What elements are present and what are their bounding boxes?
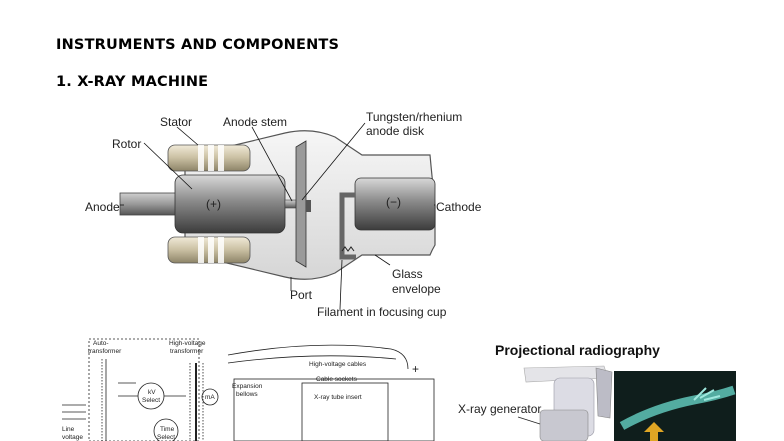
label-port: Port xyxy=(290,288,313,302)
label-kv-2: Select xyxy=(142,397,160,404)
label-stator: Stator xyxy=(160,115,192,129)
label-anode: Anode xyxy=(85,200,120,214)
label-filament: Filament in focusing cup xyxy=(317,305,447,319)
label-disk-2: anode disk xyxy=(366,124,425,138)
label-xray-generator: X-ray generator xyxy=(458,402,541,416)
label-glass-1: Glass xyxy=(392,267,423,281)
xray-circuit-diagram: Auto- transformer High-voltage transform… xyxy=(56,333,454,441)
label-plus: + xyxy=(412,362,419,376)
label-line-1: Line xyxy=(62,426,75,433)
label-ma: mA xyxy=(205,394,215,401)
label-anode-sign: (+) xyxy=(206,197,221,211)
label-time-2: Select xyxy=(157,434,175,441)
projectional-radiography-figure: Projectional radiography X-ray generator xyxy=(458,342,736,441)
arrow-up-icon xyxy=(644,422,664,441)
filament-arm xyxy=(339,192,356,260)
cathode-cylinder xyxy=(354,177,436,231)
label-cable-sockets: Cable sockets xyxy=(316,376,358,383)
ma-meter xyxy=(201,388,219,406)
label-glass-2: envelope xyxy=(392,282,441,296)
hv-cables xyxy=(227,344,409,370)
section-heading: INSTRUMENTS AND COMPONENTS xyxy=(56,37,340,53)
label-exp-1: Expansion xyxy=(232,383,263,390)
label-time-1: Time xyxy=(160,426,175,433)
label-auto-2: transformer xyxy=(88,348,122,355)
rotor xyxy=(174,174,286,234)
label-line-2: voltage xyxy=(62,434,83,441)
label-hv-1: High-voltage xyxy=(169,340,206,347)
label-hv-cables: High-voltage cables xyxy=(309,361,367,368)
label-hv-2: transformer xyxy=(170,348,204,355)
label-disk-1: Tungsten/rhenium xyxy=(366,110,462,124)
radiography-title: Projectional radiography xyxy=(495,342,660,358)
label-kv-1: kV xyxy=(148,389,156,396)
label-cathode: Cathode xyxy=(436,200,482,214)
time-select xyxy=(153,418,179,441)
label-rotor: Rotor xyxy=(112,137,141,151)
label-insert: X-ray tube insert xyxy=(314,394,362,401)
label-cathode-sign: (−) xyxy=(386,195,401,209)
xray-generator-illustration xyxy=(523,365,613,441)
label-anode-stem: Anode stem xyxy=(223,115,287,129)
anode-disk xyxy=(295,140,307,268)
xray-tube-diagram: Stator Anode stem Tungsten/rhenium anode… xyxy=(85,110,482,319)
subsection-heading: 1. X-RAY MACHINE xyxy=(56,74,209,90)
label-auto-1: Auto- xyxy=(93,340,109,347)
tube-housing xyxy=(233,378,435,441)
label-exp-2: bellows xyxy=(236,391,258,398)
